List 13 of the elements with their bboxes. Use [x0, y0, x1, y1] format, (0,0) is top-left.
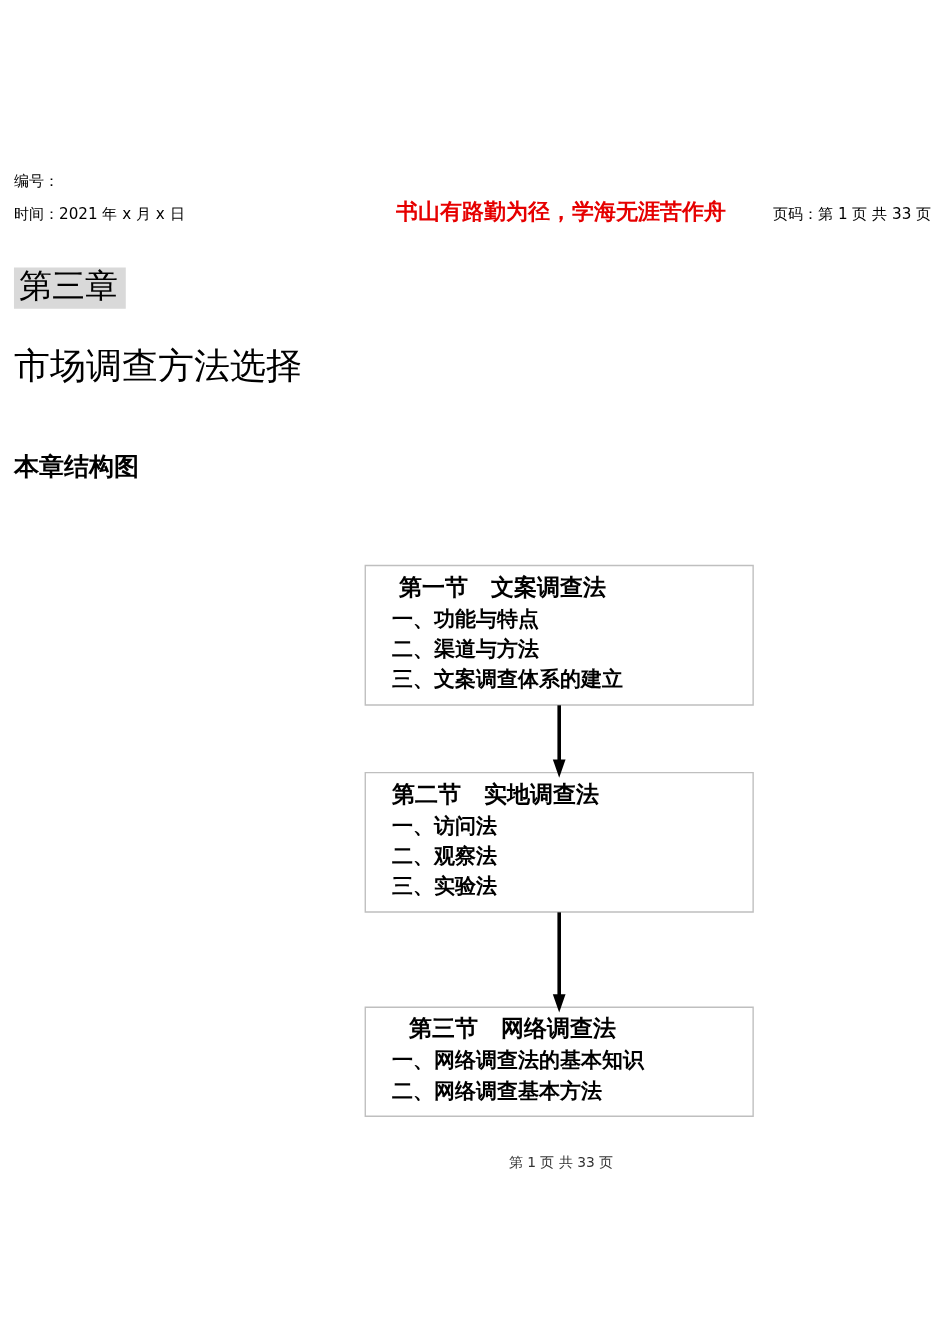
- node-box: 第二节 实地调查法 一、访问法 二、观察法 三、实验法: [364, 771, 754, 913]
- node-box: 第一节 文案调查法 一、功能与特点 二、渠道与方法 三、文案调查体系的建立: [364, 564, 754, 706]
- node-box: 第三节 网络调查法 一、网络调查法的基本知识 二、网络调查基本方法: [364, 1006, 754, 1117]
- label: 页码：第 1 页 共 33 页: [773, 204, 932, 223]
- arrow: [552, 911, 566, 1012]
- label: 第 1 页 共 33 页: [508, 1153, 614, 1170]
- label: 书山有路勤为径，学海无涯苦作舟: [395, 198, 726, 224]
- label: 第三章: [19, 265, 119, 305]
- label: 本章结构图: [13, 451, 139, 481]
- arrow: [552, 704, 566, 778]
- label: 编号：: [13, 171, 59, 190]
- label: 市场调查方法选择: [13, 344, 302, 386]
- label: 时间：2021 年 x 月 x 日: [13, 204, 185, 223]
